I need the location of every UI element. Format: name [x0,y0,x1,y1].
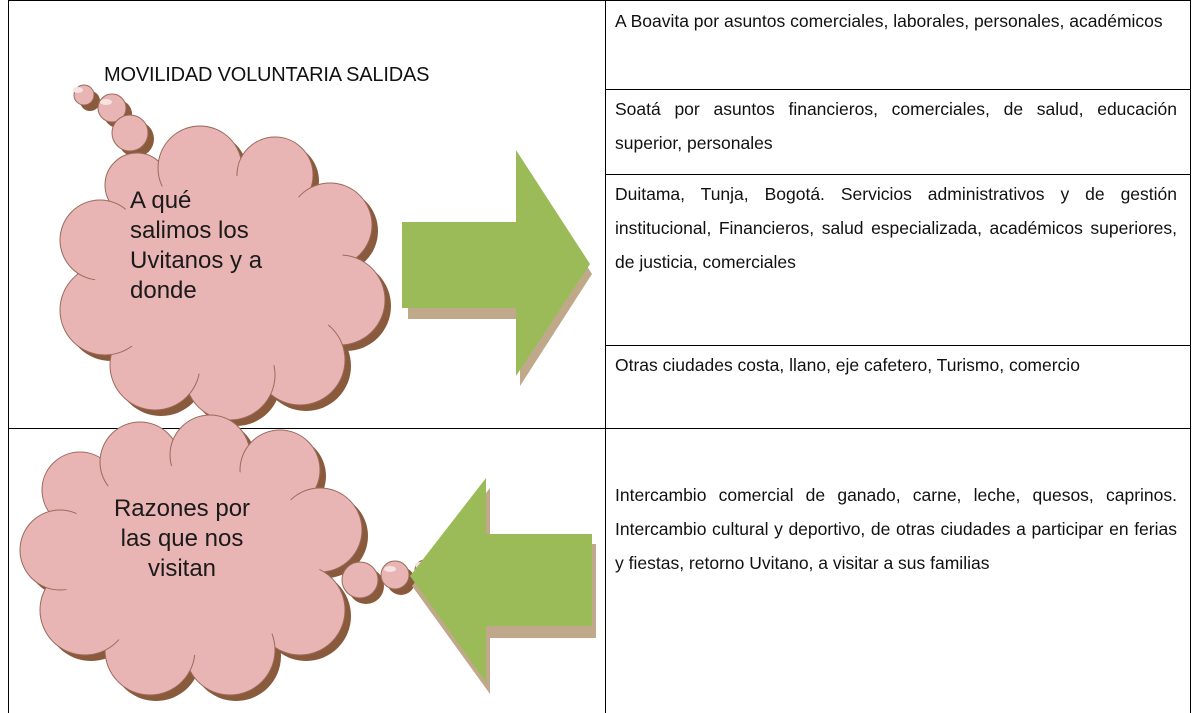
top-cloud-line-3: Uvitanos y a [130,247,263,274]
top-cloud-label: A qué salimos los Uvitanos y a donde [130,186,262,306]
top-thought-cloud [59,84,391,426]
page-title: MOVILIDAD VOLUNTARIA SALIDAS [104,64,430,86]
bottom-cloud-line-2: las que nos [120,525,244,552]
row-divider-1 [605,89,1191,90]
destination-cell-1: A Boavita por asuntos comerciales, labor… [615,11,1163,31]
bottom-cloud-line-1: Razones por [113,495,251,522]
top-cloud-line-1: A qué [130,187,192,214]
column-divider [605,0,606,713]
row-divider-2 [605,174,1191,175]
destination-cell-4: Otras ciudades costa, llano, eje cafeter… [615,355,1080,375]
table-border-top [8,0,1191,1]
left-arrow-icon [410,478,596,694]
destination-cell-2: Soatá por asuntos financieros, comercial… [615,99,1177,153]
section-divider [8,428,1191,429]
visit-reasons-cell: Intercambio comercial de ganado, carne, … [615,485,1177,573]
bottom-cloud-line-3: visitan [147,555,217,582]
mobility-table [8,0,1191,713]
top-cloud-line-4: donde [130,277,197,304]
table-border-left [8,0,9,713]
right-arrow-icon [402,150,592,386]
bottom-cloud-label: Razones por las que nos visitan [96,494,268,584]
table-border-right [1190,0,1191,713]
row-divider-3 [605,345,1191,346]
top-cloud-line-2: salimos los [130,217,249,244]
bottom-thought-cloud [19,414,441,701]
destination-cell-3: Duitama, Tunja, Bogotá. Servicios admini… [615,184,1177,272]
